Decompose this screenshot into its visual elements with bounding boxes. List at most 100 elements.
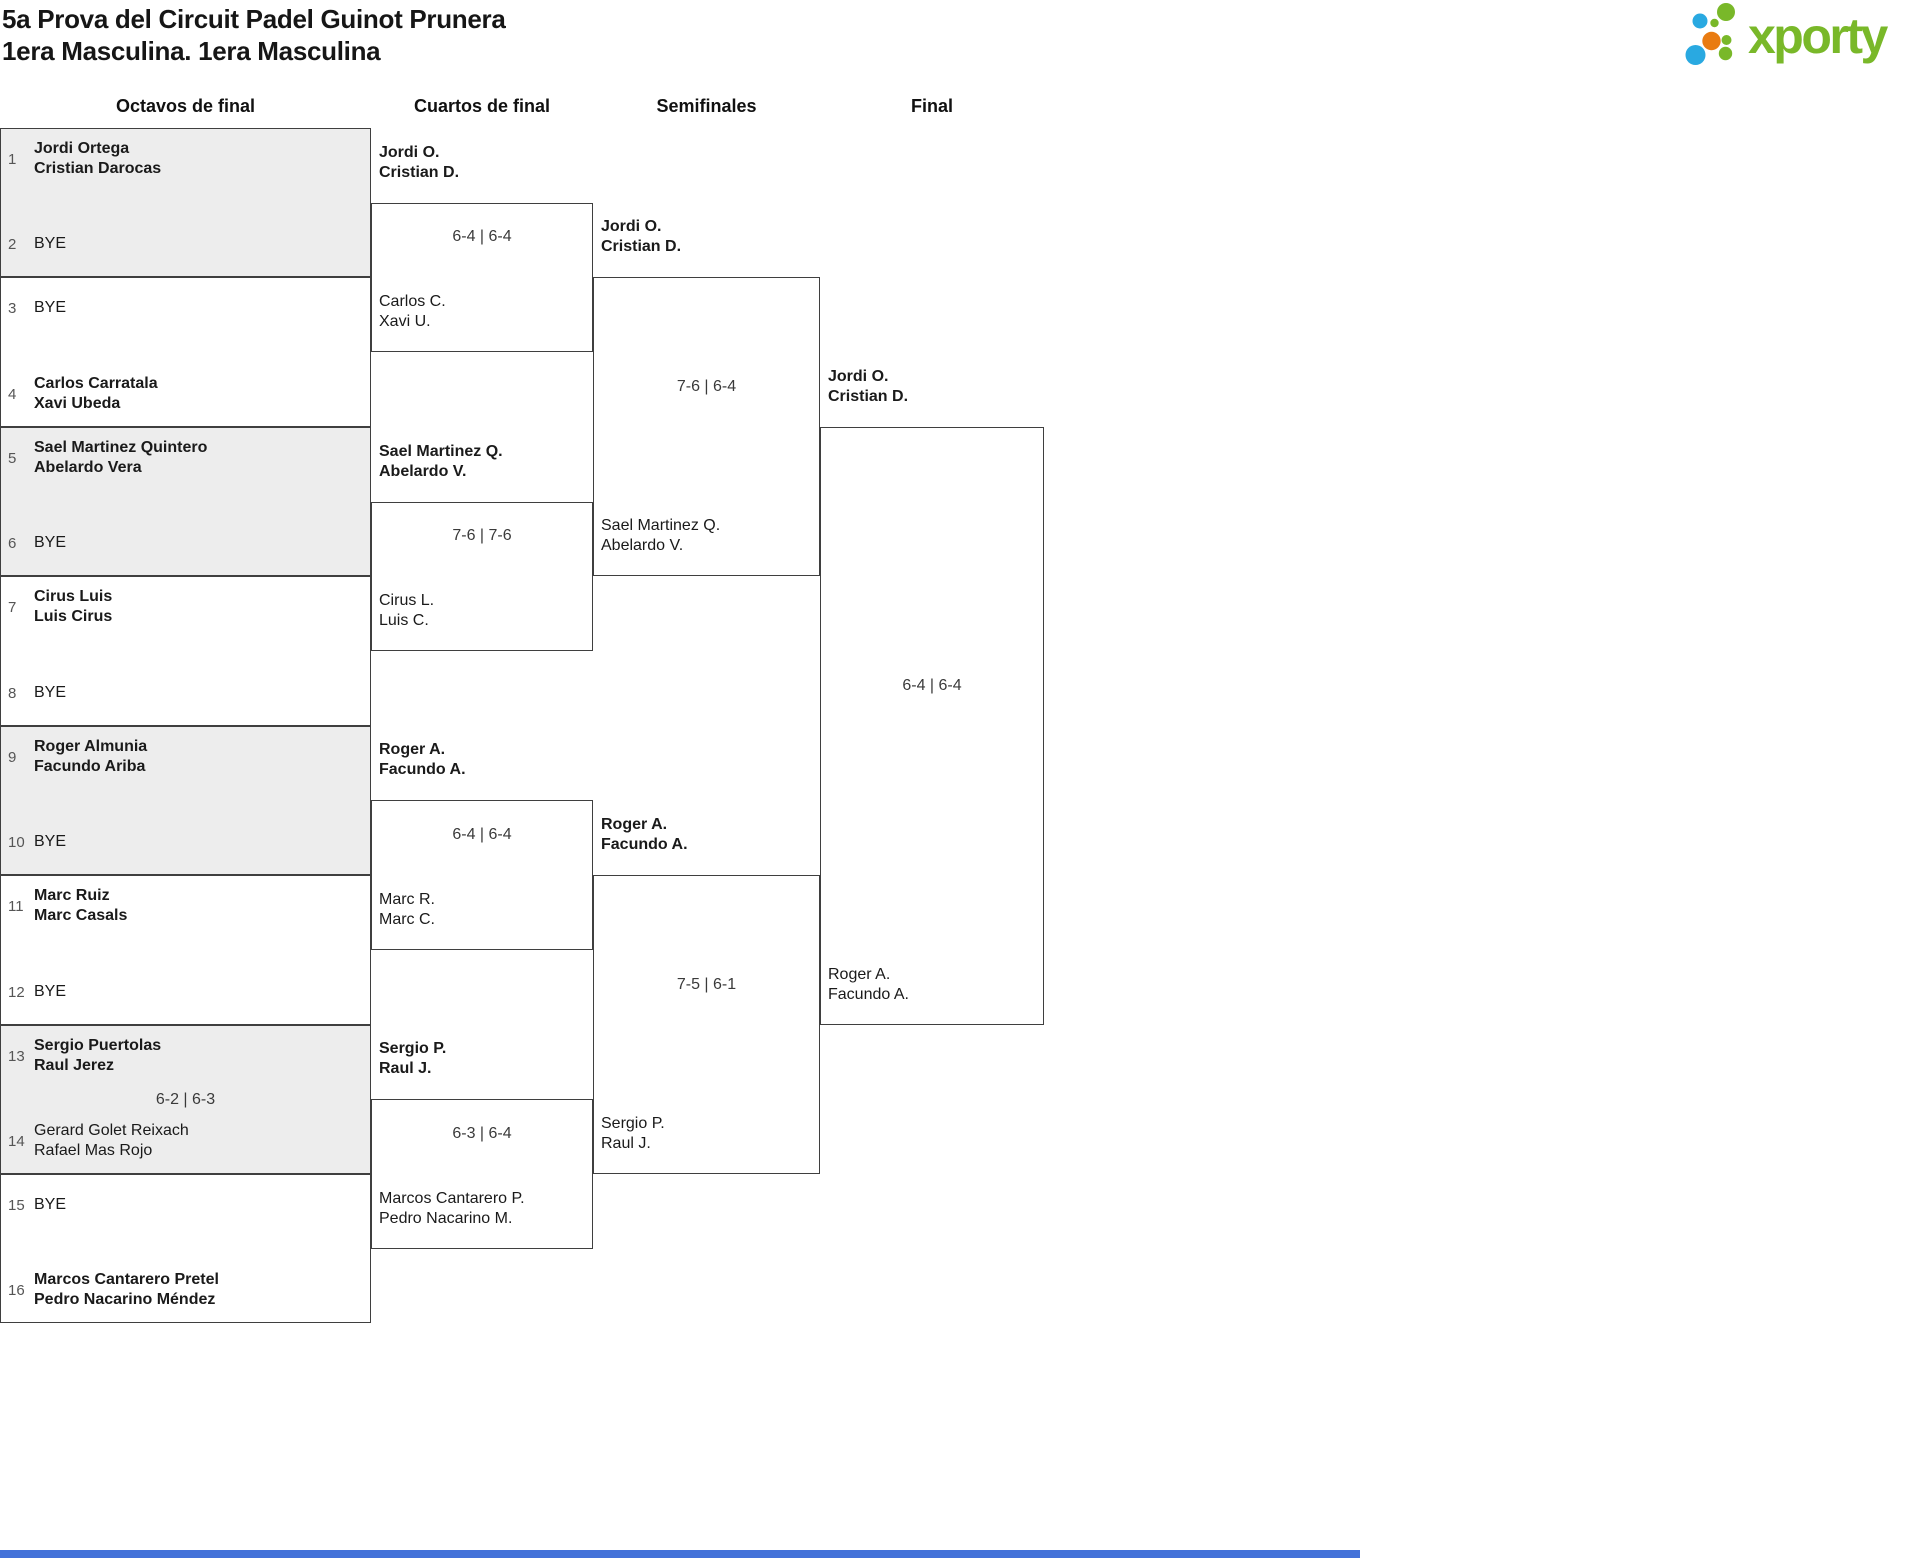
player-name: Gerard Golet Reixach xyxy=(34,1122,189,1139)
player-name: Pedro Nacarino M. xyxy=(379,1210,513,1227)
player-name: Facundo Ariba xyxy=(34,758,146,775)
qf-participant: Marcos Cantarero P.Pedro Nacarino M. xyxy=(379,1189,591,1229)
player-name: Roger A. xyxy=(601,816,668,833)
player-name: Raul Jerez xyxy=(34,1057,115,1074)
player-name: Jordi Ortega xyxy=(34,140,130,157)
seed-number: 4 xyxy=(8,385,17,403)
player-name: Sergio P. xyxy=(601,1115,665,1132)
player-name: Sergio Puertolas xyxy=(34,1037,162,1054)
player-name: Cristian D. xyxy=(828,388,909,405)
player-name: Sergio P. xyxy=(379,1040,447,1057)
match-score: 7-5 | 6-1 xyxy=(676,976,737,993)
player-name: Abelardo Vera xyxy=(34,459,142,476)
seed-number: 9 xyxy=(8,748,17,766)
player-name: Facundo A. xyxy=(379,761,466,778)
player-name: Carlos C. xyxy=(379,293,446,310)
player-name: Cristian D. xyxy=(379,164,460,181)
seed-number: 16 xyxy=(8,1281,25,1299)
qf-participant: Sael Martinez Q.Abelardo V. xyxy=(379,442,591,482)
seed-number: 2 xyxy=(8,235,17,253)
bracket-entry: 15 BYE xyxy=(1,1185,370,1225)
bracket-entry: 3 BYE xyxy=(1,288,370,328)
match-score: 6-3 | 6-4 xyxy=(452,1125,512,1142)
seed-number: 12 xyxy=(8,983,25,1001)
sf-match-box-1 xyxy=(593,277,820,576)
bracket-entry: 6 BYE xyxy=(1,523,370,563)
qf-participant: Cirus L. Luis C. xyxy=(379,591,591,631)
player-name: Carlos Carratala xyxy=(34,375,158,392)
round-header-octavos: Octavos de final xyxy=(115,96,256,116)
sf-participant: Roger A. Facundo A. xyxy=(601,815,813,855)
xporty-logo: xporty xyxy=(1684,0,1888,72)
player-name: Roger Almunia xyxy=(34,738,148,755)
logo-dots-icon xyxy=(1685,3,1735,65)
qf-participant: Sergio P. Raul J. xyxy=(379,1039,591,1079)
player-name: BYE xyxy=(34,684,67,701)
bracket-entry: 10 BYE xyxy=(1,822,370,862)
bracket-entry: 12 BYE xyxy=(1,972,370,1012)
player-name: BYE xyxy=(34,1196,67,1213)
player-name: Roger A. xyxy=(379,741,446,758)
player-name: Sael Martinez Q. xyxy=(601,517,721,534)
match-score: 6-4 | 6-4 xyxy=(902,677,962,694)
match-score: 7-6 | 7-6 xyxy=(452,527,512,544)
category-subtitle: 1era Masculina. 1era Masculina xyxy=(2,36,381,66)
player-name: Xavi Ubeda xyxy=(34,395,121,412)
match-score: 7-6 | 6-4 xyxy=(676,378,737,395)
player-name: BYE xyxy=(34,299,67,316)
player-name: Jordi O. xyxy=(379,144,440,161)
final-participant: Jordi O. Cristian D. xyxy=(828,367,1040,407)
player-name: Raul J. xyxy=(601,1135,651,1152)
qf-participant: Carlos C. Xavi U. xyxy=(379,292,591,332)
seed-number: 6 xyxy=(8,534,17,552)
qf-participant: Jordi O. Cristian D. xyxy=(379,143,591,183)
player-name: Marcos Cantarero Pretel xyxy=(34,1271,219,1288)
player-name: BYE xyxy=(34,983,67,1000)
player-name: Marc R. xyxy=(379,891,435,908)
player-name: Sael Martinez Q. xyxy=(379,443,503,460)
player-name: Raul J. xyxy=(379,1060,432,1077)
bracket-entry: 8 BYE xyxy=(1,673,370,713)
seed-number: 1 xyxy=(8,150,17,168)
qf-participant: Roger A. Facundo A. xyxy=(379,740,591,780)
player-name: Facundo A. xyxy=(828,986,909,1003)
round-header-cuartos: Cuartos de final xyxy=(413,96,551,116)
player-name: Luis Cirus xyxy=(34,608,113,625)
player-name: Xavi U. xyxy=(379,313,431,330)
horizontal-scrollbar-thumb[interactable] xyxy=(0,1550,1360,1558)
qf-match-box-2 xyxy=(371,502,593,651)
player-name: Luis C. xyxy=(379,612,429,629)
player-name: BYE xyxy=(34,534,67,551)
seed-number: 13 xyxy=(8,1047,25,1065)
seed-number: 3 xyxy=(8,299,17,317)
sf-participant: Sergio P. Raul J. xyxy=(601,1114,813,1154)
seed-number: 5 xyxy=(8,449,17,467)
player-name: Roger A. xyxy=(828,966,891,983)
player-name: Jordi O. xyxy=(601,218,662,235)
player-name: Pedro Nacarino Méndez xyxy=(34,1291,216,1308)
sf-match-box-2 xyxy=(593,875,820,1174)
seed-number: 10 xyxy=(8,833,25,851)
round-header-semifinales: Semifinales xyxy=(656,96,757,116)
player-name: Jordi O. xyxy=(828,368,889,385)
player-name: Cirus Luis xyxy=(34,588,113,605)
player-name: Facundo A. xyxy=(601,836,688,853)
player-name: BYE xyxy=(34,833,67,850)
qf-match-box-3 xyxy=(371,800,593,950)
player-name: Cirus L. xyxy=(379,592,435,609)
final-match-box xyxy=(820,427,1044,1025)
player-name: Rafael Mas Rojo xyxy=(34,1142,153,1159)
